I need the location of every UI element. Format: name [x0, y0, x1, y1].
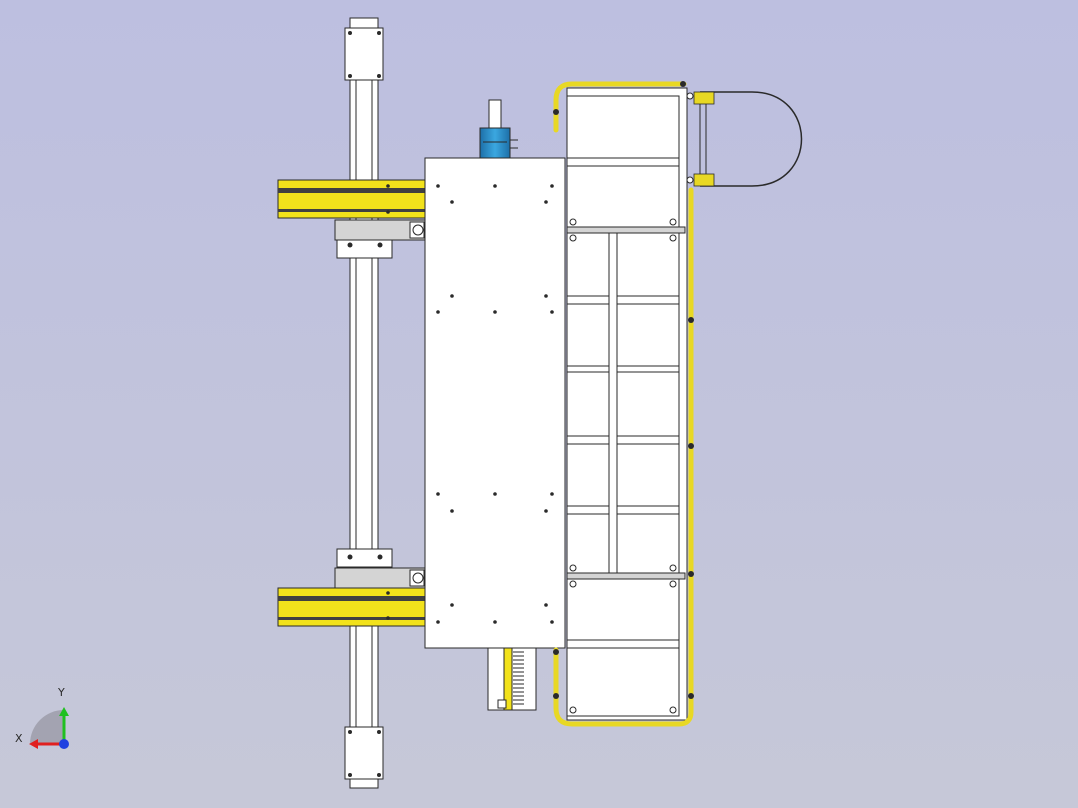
guard-clip: [688, 443, 694, 449]
mounting-hole: [436, 620, 440, 624]
mounting-hole: [450, 603, 454, 607]
door-handle[interactable]: [693, 91, 803, 187]
servo-motor[interactable]: [479, 99, 518, 161]
mounting-hole: [493, 184, 497, 188]
guard-clip: [553, 693, 559, 699]
mounting-hole: [550, 620, 554, 624]
bolt: [669, 564, 677, 572]
horizontal-rail-lower[interactable]: [277, 587, 429, 627]
mounting-plate[interactable]: [424, 157, 566, 649]
axis-triad: [29, 707, 69, 749]
guard-clip: [553, 109, 559, 115]
mounting-hole: [436, 310, 440, 314]
bolt: [569, 564, 577, 572]
mounting-hole: [450, 294, 454, 298]
mounting-hole: [550, 310, 554, 314]
guard-clip: [680, 81, 686, 87]
bolt: [669, 234, 677, 242]
cable-carrier[interactable]: [487, 647, 537, 711]
guard-clip: [553, 649, 559, 655]
mounting-hole: [550, 492, 554, 496]
mounting-hole: [493, 310, 497, 314]
mounting-hole: [544, 294, 548, 298]
mounting-hole: [544, 509, 548, 513]
bolt: [669, 218, 677, 226]
y-axis-label: Y: [58, 686, 65, 699]
bolt: [686, 92, 694, 100]
bolt: [669, 706, 677, 714]
z-axis-dot: [59, 739, 69, 749]
mounting-hole: [436, 492, 440, 496]
bolt: [569, 234, 577, 242]
axis-beam: [349, 39, 379, 786]
x-axis-label: X: [15, 732, 23, 745]
bolt: [686, 176, 694, 184]
guard-clip: [688, 317, 694, 323]
guard-clip: [688, 571, 694, 577]
mounting-hole: [544, 200, 548, 204]
mounting-hole: [493, 492, 497, 496]
guard-clip: [688, 693, 694, 699]
mounting-hole: [550, 184, 554, 188]
axis-end-cap-top: [344, 27, 384, 81]
mounting-hole: [493, 620, 497, 624]
bolt: [569, 580, 577, 588]
bolt: [569, 706, 577, 714]
mounting-hole: [544, 603, 548, 607]
tray-frame[interactable]: [566, 87, 694, 721]
mounting-hole: [450, 509, 454, 513]
guide-rod: [608, 231, 618, 576]
bolt: [669, 580, 677, 588]
horizontal-rail-upper[interactable]: [277, 179, 429, 219]
axis-end-cap-bottom: [344, 726, 384, 780]
mounting-hole: [450, 200, 454, 204]
vertical-linear-axis[interactable]: [334, 17, 426, 789]
safety-guard[interactable]: [553, 81, 694, 727]
bolt: [569, 218, 577, 226]
mounting-hole: [436, 184, 440, 188]
